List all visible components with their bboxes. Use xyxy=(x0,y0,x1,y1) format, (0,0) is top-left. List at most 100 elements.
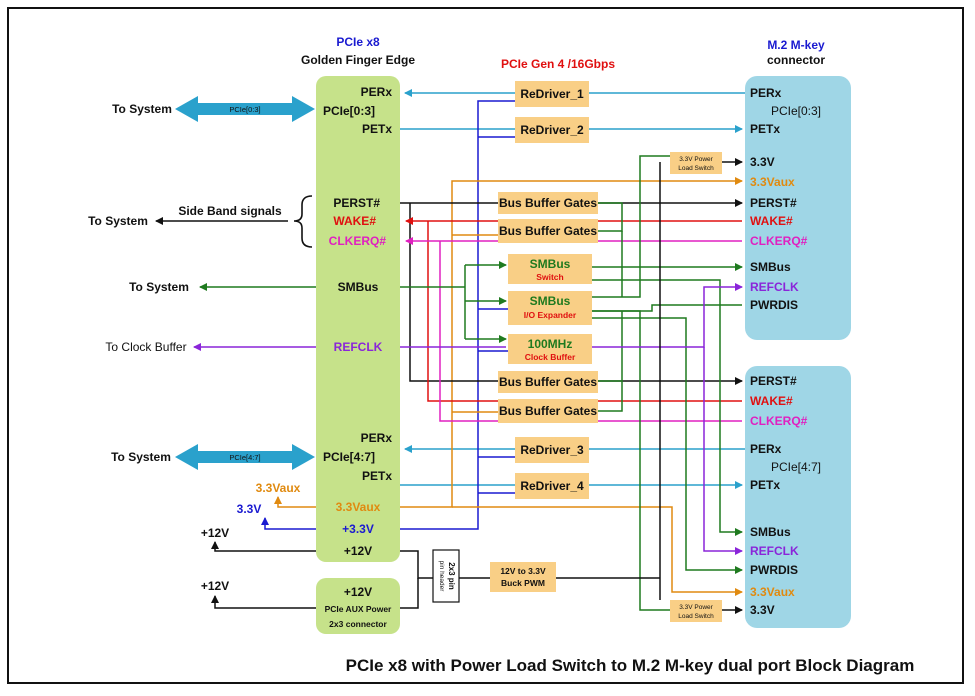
ext-12v-1: +12V xyxy=(201,526,229,540)
edge-pcie-bot: PCIe[4:7] xyxy=(323,450,375,464)
side-band-label: Side Band signals xyxy=(178,204,282,218)
pin-header-label-1: 2x3 pin xyxy=(447,562,456,590)
m2b-smbus: SMBus xyxy=(750,525,791,539)
bbg-3-label: Bus Buffer Gates xyxy=(499,375,597,389)
edge-perst: PERST# xyxy=(333,196,380,210)
redriver-3-label: ReDriver_3 xyxy=(520,443,584,457)
m2t-perx: PERx xyxy=(750,86,782,100)
m2b-clkreq: CLKERQ# xyxy=(750,414,808,428)
edge-refclk: REFCLK xyxy=(334,340,383,354)
m2t-wake: WAKE# xyxy=(750,214,793,228)
pcie-aux-power-block xyxy=(316,578,400,634)
smbus-io-block xyxy=(508,291,592,325)
clock-buffer-sub: Clock Buffer xyxy=(525,352,576,362)
pin-header-block xyxy=(432,549,460,603)
aux-connector-label: 2x3 connector xyxy=(329,619,387,629)
redriver-1-block xyxy=(515,81,589,107)
load-switch-bot-2: Load Switch xyxy=(678,613,714,620)
edge-smbus: SMBus xyxy=(338,280,379,294)
clock-buffer-title: 100MHz xyxy=(528,337,573,351)
load-switch-bottom-block xyxy=(670,600,722,622)
m2t-pcie: PCIe[0:3] xyxy=(771,104,821,118)
load-switch-top-2: Load Switch xyxy=(678,165,714,172)
edge-petx-bot: PETx xyxy=(362,469,392,483)
ext-to-system-3: To System xyxy=(129,280,189,294)
redriver-1-label: ReDriver_1 xyxy=(520,87,584,101)
m2b-perst: PERST# xyxy=(750,374,797,388)
m2b-petx: PETx xyxy=(750,478,780,492)
smbus-io-sub: I/O Expander xyxy=(524,310,577,320)
middle-blocks xyxy=(490,81,722,622)
m2t-33v: 3.3V xyxy=(750,155,775,169)
bus-label-top: PCIe[0:3] xyxy=(229,105,260,114)
redriver-2-block xyxy=(515,117,589,143)
diagram-frame xyxy=(7,7,964,684)
m2-connector-top xyxy=(745,76,851,340)
edge-header-1: PCIe x8 xyxy=(336,35,380,49)
redriver-4-block xyxy=(515,473,589,499)
m2-header-2: connector xyxy=(767,53,825,67)
ext-to-system-4: To System xyxy=(111,450,171,464)
load-switch-top-block xyxy=(670,152,722,174)
ext-to-system-1: To System xyxy=(112,102,172,116)
wires xyxy=(155,89,745,614)
pcie-x8-edge-block xyxy=(316,76,400,562)
aux-12v: +12V xyxy=(344,585,372,599)
buck-pwm-block xyxy=(490,562,556,592)
redriver-2-label: ReDriver_2 xyxy=(520,123,584,137)
buck-label-2: Buck PWM xyxy=(501,578,545,588)
ext-to-clock-buffer: To Clock Buffer xyxy=(105,340,186,354)
m2b-pcie: PCIe[4:7] xyxy=(771,460,821,474)
smbus-switch-block xyxy=(508,254,592,284)
smbus-switch-sub: Switch xyxy=(536,272,563,282)
m2t-pwrdis: PWRDIS xyxy=(750,298,798,312)
pin-header-label-2: pin header xyxy=(438,561,445,593)
bbg-2-label: Bus Buffer Gates xyxy=(499,224,597,238)
bbg-4-block xyxy=(498,399,598,423)
m2t-perst: PERST# xyxy=(750,196,797,210)
edge-header-2: Golden Finger Edge xyxy=(301,53,415,67)
m2b-wake: WAKE# xyxy=(750,394,793,408)
ext-to-system-2: To System xyxy=(88,214,148,228)
bus-arrow-top xyxy=(175,96,315,122)
bbg-1-block xyxy=(498,192,598,214)
smbus-io-title: SMBus xyxy=(530,294,571,308)
load-switch-top-1: 3.3V Power xyxy=(679,156,713,163)
m2b-33v: 3.3V xyxy=(750,603,775,617)
aux-power-label: PCIe AUX Power xyxy=(325,604,392,614)
edge-33vaux: 3.3Vaux xyxy=(336,500,381,514)
m2-header-1: M.2 M-key xyxy=(767,38,825,52)
m2-connector-bottom xyxy=(745,366,851,628)
ext-33v: 3.3V xyxy=(237,502,262,516)
bus-label-bottom: PCIe[4:7] xyxy=(229,453,260,462)
ext-12v-2: +12V xyxy=(201,579,229,593)
bbg-3-block xyxy=(498,371,598,393)
edge-clkreq: CLKERQ# xyxy=(329,234,387,248)
edge-petx-top: PETx xyxy=(362,122,392,136)
gen4-label: PCIe Gen 4 /16Gbps xyxy=(501,57,615,71)
edge-perx-bot: PERx xyxy=(361,431,393,445)
edge-perx-top: PERx xyxy=(361,85,393,99)
side-band-brace xyxy=(293,195,313,248)
buck-label-1: 12V to 3.3V xyxy=(500,566,546,576)
m2t-33vaux: 3.3Vaux xyxy=(750,175,795,189)
m2t-petx: PETx xyxy=(750,122,780,136)
diagram-title: PCIe x8 with Power Load Switch to M.2 M-… xyxy=(346,656,915,675)
load-switch-bot-1: 3.3V Power xyxy=(679,604,713,611)
bbg-2-block xyxy=(498,219,598,243)
bbg-4-label: Bus Buffer Gates xyxy=(499,404,597,418)
edge-wake: WAKE# xyxy=(333,214,376,228)
edge-pcie-top: PCIe[0:3] xyxy=(323,104,375,118)
m2t-clkreq: CLKERQ# xyxy=(750,234,808,248)
redriver-3-block xyxy=(515,437,589,463)
smbus-switch-title: SMBus xyxy=(530,257,571,271)
bbg-1-label: Bus Buffer Gates xyxy=(499,196,597,210)
redriver-4-label: ReDriver_4 xyxy=(520,479,584,493)
m2b-perx: PERx xyxy=(750,442,782,456)
m2t-smbus: SMBus xyxy=(750,260,791,274)
clock-buffer-block xyxy=(508,334,592,364)
edge-12v: +12V xyxy=(344,544,372,558)
m2b-pwrdis: PWRDIS xyxy=(750,563,798,577)
ext-33vaux: 3.3Vaux xyxy=(256,481,301,495)
